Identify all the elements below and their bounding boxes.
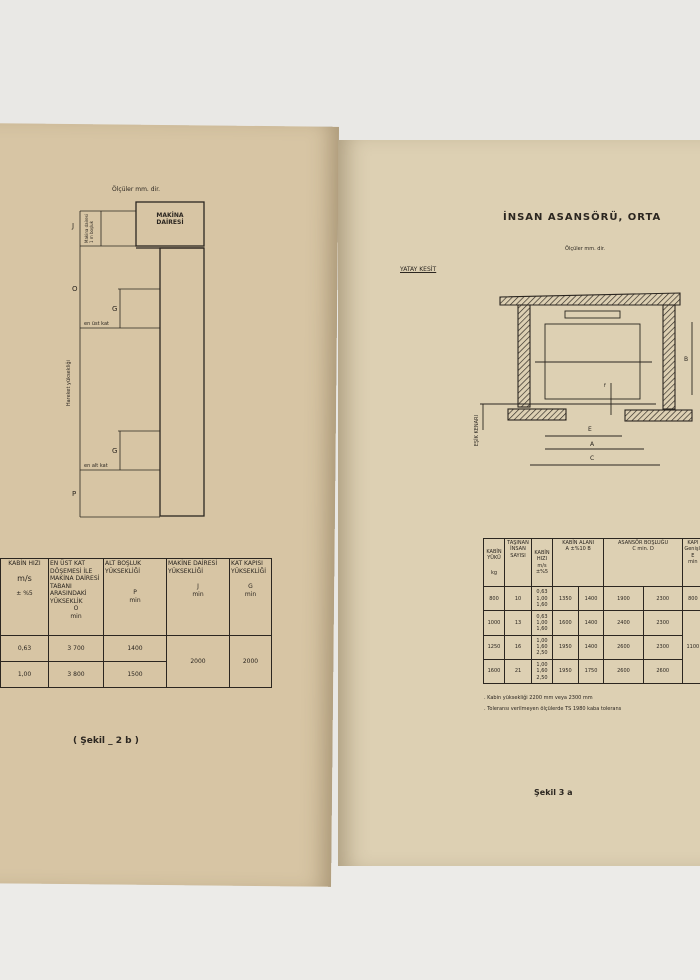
header-g-symbol: G <box>248 583 253 590</box>
right-spec-table: KABİN YÜKÜ kg TAŞINAN İNSAN SAYISI KABİN … <box>483 538 700 685</box>
cell-speed: 1,00 <box>0 661 49 688</box>
note-cabin-height: . Kabin yüksekliği 2200 mm veya 2300 mm <box>484 695 593 701</box>
cell-b: 1400 <box>577 610 605 636</box>
cell-persons: 10 <box>504 585 532 612</box>
cell-b: 1400 <box>577 634 605 660</box>
cell-load: 1600 <box>483 658 505 685</box>
cell-d: 2300 <box>642 610 683 636</box>
header-door-sub: E <box>691 552 695 559</box>
header-speed-unit: m/s <box>17 573 32 583</box>
cell-a: 1950 <box>552 634 579 660</box>
dim-a: A <box>590 441 595 448</box>
cell-speed: 1,00 1,60 2,50 <box>531 658 553 685</box>
table-row: 800 10 0,63 1,00 1,60 1350 1400 1900 230… <box>483 585 700 612</box>
table-row: 1,00 3 800 1500 <box>0 661 272 688</box>
bottom-floor-label: en alt kat <box>84 463 108 469</box>
cell-load: 1000 <box>483 610 505 636</box>
header-load: KABİN YÜKÜ <box>486 549 502 562</box>
header-p: ALT BOŞLUK YÜKSEKLİĞİ <box>105 560 142 575</box>
header-shaft-sub: C min. D <box>632 546 654 553</box>
cell-p: 1500 <box>103 661 167 688</box>
dim-f: f <box>604 383 606 389</box>
cell-a: 1350 <box>552 585 579 612</box>
table-row: 0,63 3 700 1400 2000 2000 <box>0 635 272 688</box>
header-cabin-area-sub: A ±%10 B <box>565 546 591 553</box>
units-note: Ölçüler mm. dir. <box>112 186 161 193</box>
header-cabin-area: KABİN ALANI <box>562 540 595 546</box>
cell-speed: 0,63 1,00 1,60 <box>531 585 553 612</box>
header-o-unit: min <box>70 612 82 620</box>
header-o: EN ÜST KAT DÖŞEMESİ İLE MAKİNA DAİRESİ T… <box>50 560 100 605</box>
cell-c: 2600 <box>603 634 644 660</box>
cell-g: 2000 <box>229 635 272 688</box>
cell-load: 1250 <box>483 634 505 660</box>
header-shaft: ASANSÖR BOŞLUĞU <box>618 540 669 546</box>
header-speed: KABİN HIZI <box>8 560 41 567</box>
header-speed-tolerance: ± %5 <box>16 589 33 597</box>
header-p-symbol: P <box>133 589 137 596</box>
cell-persons: 21 <box>504 658 532 685</box>
header-j: MAKİNE DAİRESİ YÜKSEKLİĞİ <box>168 560 218 575</box>
header-speed-unit: m/s <box>537 562 547 569</box>
cell-d: 2300 <box>642 634 683 660</box>
cell-d: 2600 <box>642 658 683 685</box>
right-page <box>338 140 700 866</box>
header-speed-tolerance: ±%5 <box>535 568 549 575</box>
dim-g-top: G <box>112 305 118 313</box>
dim-c: C <box>590 455 595 462</box>
header-g-unit: min <box>244 590 257 598</box>
dim-j: J <box>72 222 75 230</box>
page-title: İNSAN ASANSÖRÜ, ORTA <box>503 212 662 223</box>
dim-p: P <box>72 490 77 498</box>
top-floor-label: en üst kat <box>84 321 109 327</box>
cell-c: 2400 <box>603 610 644 636</box>
dim-b: B <box>684 356 689 363</box>
cell-c: 1900 <box>603 585 644 612</box>
cell-e: 800 <box>681 585 700 612</box>
cell-e: 1100 <box>681 610 700 684</box>
cell-persons: 16 <box>504 634 532 660</box>
cell-speed: 0,63 1,00 1,60 <box>531 610 553 636</box>
table-row: 1250 16 1,00 1,60 2,50 1950 1400 2600 23… <box>483 634 700 660</box>
cell-a: 1600 <box>552 610 579 636</box>
cell-d: 2300 <box>642 585 683 612</box>
machine-room-label: MAKİNA DAİRESİ <box>156 212 184 226</box>
dim-e: E <box>588 426 592 433</box>
header-o-symbol: O <box>73 605 79 612</box>
cell-load: 800 <box>483 585 505 612</box>
cell-b: 1750 <box>577 658 605 685</box>
sill-edge-label: EŞİK KENARI <box>474 415 480 447</box>
dim-g-bottom: G <box>112 447 118 455</box>
header-load-unit: kg <box>490 569 498 576</box>
header-j-symbol: J <box>197 583 199 590</box>
table-row: 1000 13 0,63 1,00 1,60 1600 1400 2400 23… <box>483 610 700 684</box>
header-p-unit: min <box>129 596 141 604</box>
header-door-unit: min <box>688 558 698 565</box>
cell-persons: 13 <box>504 610 532 636</box>
section-label: YATAY KESİT <box>400 266 437 273</box>
header-speed: KABİN HIZI <box>534 550 550 563</box>
header-door: KAPI Genişl. <box>684 540 700 553</box>
note-tolerance: . Toleransı verilmeyen ölçülerde TS 1980… <box>484 706 622 712</box>
dim-o: O <box>72 285 78 293</box>
cell-b: 1400 <box>577 585 605 612</box>
header-g: KAT KAPISI YÜKSEKLİĞİ <box>231 560 267 575</box>
cell-o: 3 700 <box>48 635 104 662</box>
figure-caption-right: Şekil 3 a <box>534 788 573 797</box>
header-j-unit: min <box>192 590 204 598</box>
cell-speed: 1,00 1,60 2,50 <box>531 634 553 660</box>
header-persons: TAŞINAN İNSAN SAYISI <box>504 538 532 587</box>
cell-o: 3 800 <box>48 661 104 688</box>
figure-caption-left: ( Şekil _ 2 b ) <box>73 736 139 746</box>
units-note: Ölçüler mm. dir. <box>565 246 606 252</box>
cell-a: 1950 <box>552 658 579 685</box>
cell-j: 2000 <box>166 635 230 688</box>
cell-c: 2600 <box>603 658 644 685</box>
left-spec-table: KABİN HIZI m/s ± %5 EN ÜST KAT DÖŞEMESİ İL… <box>0 558 272 688</box>
table-row: 1600 21 1,00 1,60 2,50 1950 1750 2600 26… <box>483 658 700 685</box>
